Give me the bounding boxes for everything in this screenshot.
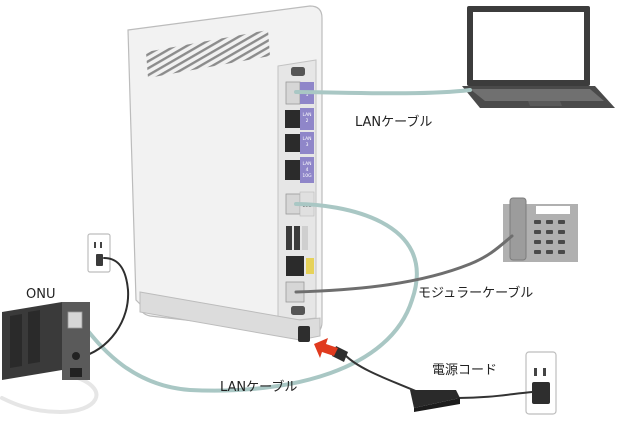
wall-outlet-left [87,233,111,273]
power-cord-router [344,354,419,393]
switch-2 [294,226,300,250]
port-3 [285,134,300,152]
port-2-label-bg [300,108,314,130]
switch-1 [286,226,292,250]
power-adapter [410,390,460,412]
wall-outlet-right [525,351,557,415]
modular-cable [294,234,514,294]
switch-3 [302,226,308,250]
onu-device [2,302,90,380]
onu-power-cord [77,257,130,359]
port-4 [285,160,300,180]
port-4-label-bg [300,157,314,183]
power-jack [298,326,310,342]
tel-port-1 [286,256,304,276]
screw-top [291,67,305,76]
lan-cable-onu [78,202,419,393]
label-onu: ONU [26,287,56,302]
laptop-screen [473,12,584,80]
label-power-cord: 電源コード [432,363,498,378]
label-lan-cable-bottom: LANケーブル [220,380,298,395]
router-vent [146,30,270,78]
onu-fiber-cable [0,376,99,415]
onu-fiber-port [70,368,82,377]
connect-arrow [314,338,338,358]
port-2 [285,110,300,128]
phone-display [536,206,570,214]
screw-bottom [291,306,305,315]
laptop [462,6,615,108]
power-cord-outlet [457,391,533,399]
laptop-trackpad [528,101,562,106]
port-3-label-bg [300,132,314,154]
onu-power-port [72,352,80,360]
label-lan-cable-top: LANケーブル [355,115,433,130]
lan-cable-laptop [294,88,472,96]
router-base [139,291,321,341]
phone-handset [509,197,527,261]
cables [0,88,533,415]
port-1-label: 1 [306,92,309,98]
label-modular-cable: モジュラーケーブル [418,286,534,301]
tel-port-1-tag [306,258,314,274]
phone-keypad [534,220,565,254]
telephone [503,197,578,262]
onu-lan-port [67,311,83,329]
laptop-keyboard [470,89,604,101]
